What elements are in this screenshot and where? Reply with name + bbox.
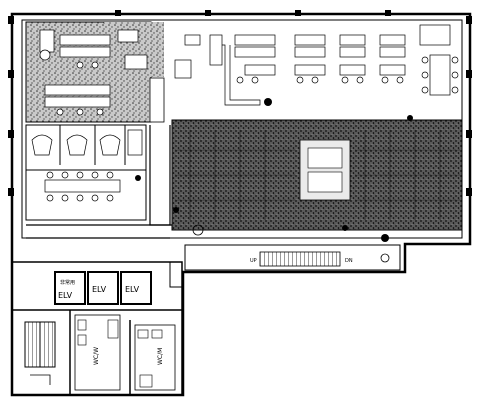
desk-cluster-top-right	[184, 24, 459, 106]
stair-dn-label: DN	[345, 258, 353, 264]
office-zone-left-middle	[25, 124, 147, 221]
elevator-3: ELV	[120, 271, 152, 305]
stair-corridor: UP DN	[184, 224, 401, 271]
restroom-men: WC/M	[134, 324, 176, 391]
elevator-1-sublabel: 非常用	[60, 279, 75, 286]
elevator-2-label: ELV	[92, 285, 107, 294]
desk-cluster-top-left	[39, 29, 192, 116]
windows	[11, 13, 471, 180]
restroom-women: WC/W	[74, 314, 121, 391]
elevator-1-label: ELV	[58, 291, 73, 300]
core-staircase	[24, 321, 56, 385]
elevator-2: ELV	[87, 271, 119, 305]
structural-columns	[8, 10, 472, 196]
restroom-women-label: WC/W	[93, 347, 100, 365]
elevator-1: 非常用 ELV	[54, 271, 86, 305]
potted-plants	[135, 98, 413, 242]
restroom-men-label: WC/M	[157, 348, 164, 365]
elevator-3-label: ELV	[125, 285, 140, 294]
stair-up-label: UP	[250, 258, 257, 264]
core-walls	[11, 261, 183, 396]
desk-grid-dark	[175, 130, 460, 220]
desk-cluster-left-middle	[31, 129, 143, 202]
